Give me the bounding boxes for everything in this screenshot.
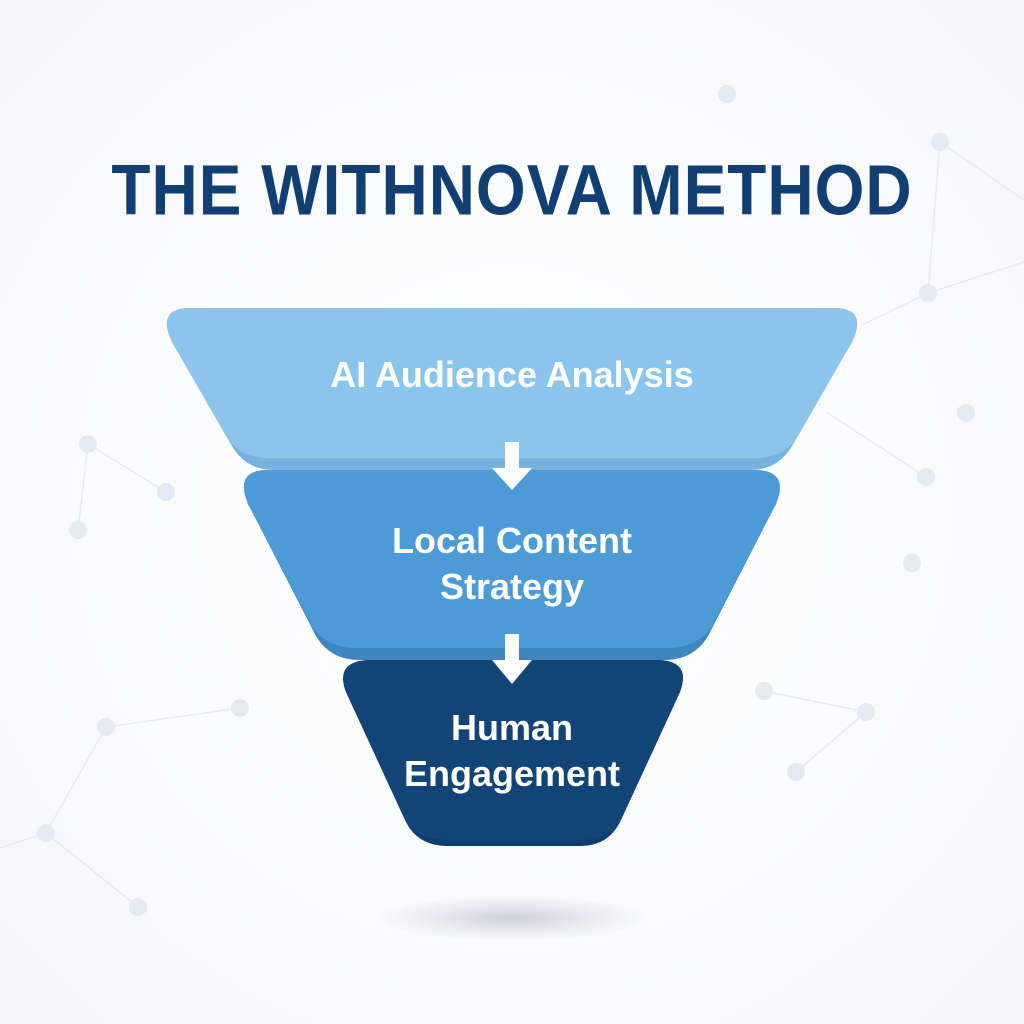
funnel-stage-2 <box>243 470 780 660</box>
stage-1-line-1: AI Audience Analysis <box>330 354 694 395</box>
stage-label-human-engagement: Human Engagement <box>0 705 1024 797</box>
stage-label-local-content-strategy: Local Content Strategy <box>0 518 1024 610</box>
stage-2-line-2: Strategy <box>439 566 585 607</box>
stage-label-ai-audience-analysis: AI Audience Analysis <box>0 352 1024 398</box>
funnel-stage-3 <box>343 660 683 846</box>
page-title: THE WITHNOVA METHOD <box>111 149 913 231</box>
stage-3-line-2: Engagement <box>403 753 621 794</box>
stage-2-line-1: Local Content <box>392 520 632 561</box>
funnel-stage-1 <box>166 308 858 470</box>
arrow-down-icon <box>492 442 532 490</box>
arrow-down-icon <box>492 634 532 684</box>
stage-3-line-1: Human <box>450 707 573 748</box>
funnel-shadow <box>380 896 644 940</box>
